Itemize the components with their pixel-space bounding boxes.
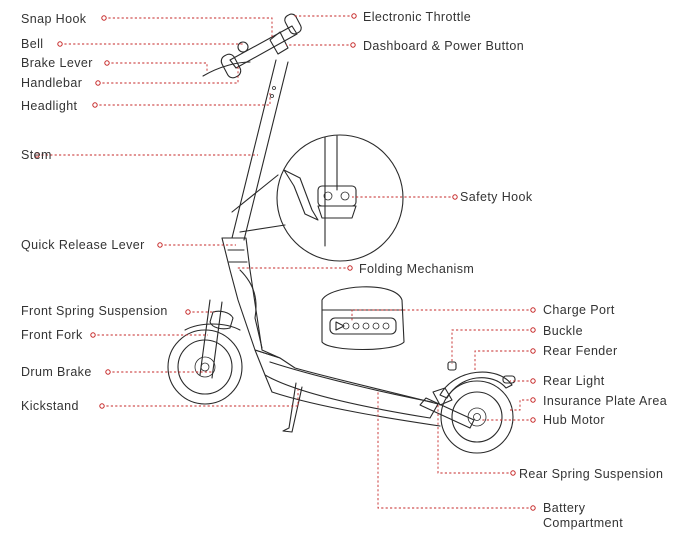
label-brake-lever: Brake Lever	[21, 56, 93, 70]
rear-wheel	[440, 380, 514, 454]
kickstand-shape	[282, 382, 303, 433]
charge-port-inset	[321, 286, 405, 351]
label-kickstand: Kickstand	[21, 399, 79, 413]
buckle-shape	[447, 361, 457, 371]
label-handlebar: Handlebar	[21, 76, 82, 90]
label-front-fork: Front Fork	[21, 328, 83, 342]
label-insurance-plate-area: Insurance Plate Area	[543, 394, 667, 408]
rear-light-shape	[502, 375, 516, 384]
leader-lines	[34, 13, 536, 511]
label-electronic-throttle: Electronic Throttle	[363, 10, 471, 24]
label-battery: Battery	[543, 501, 586, 515]
labels: Snap Hook Bell Brake Lever Handlebar Hea…	[21, 10, 667, 530]
label-dashboard-power-button: Dashboard & Power Button	[363, 39, 524, 53]
label-rear-spring-suspension: Rear Spring Suspension	[519, 467, 663, 481]
label-folding-mechanism: Folding Mechanism	[359, 262, 474, 276]
label-drum-brake: Drum Brake	[21, 365, 92, 379]
label-charge-port: Charge Port	[543, 303, 615, 317]
label-headlight: Headlight	[21, 99, 78, 113]
deck	[254, 349, 441, 427]
label-rear-fender: Rear Fender	[543, 344, 618, 358]
label-hub-motor: Hub Motor	[543, 413, 605, 427]
front-fork-shape	[199, 299, 223, 379]
stem-shape	[231, 59, 289, 241]
rear-fender-shape	[439, 371, 513, 399]
label-buckle: Buckle	[543, 324, 583, 338]
handlebar-shape	[202, 13, 302, 79]
safety-hook-inset	[231, 134, 404, 262]
label-stem: Stem	[21, 148, 52, 162]
label-bell: Bell	[21, 37, 43, 51]
label-safety-hook: Safety Hook	[460, 190, 533, 204]
label-front-spring-suspension: Front Spring Suspension	[21, 304, 168, 318]
label-quick-release-lever: Quick Release Lever	[21, 238, 145, 252]
label-rear-light: Rear Light	[543, 374, 605, 388]
folding-block	[221, 237, 281, 359]
label-snap-hook: Snap Hook	[21, 12, 87, 26]
label-battery-compartment: Compartment	[543, 516, 623, 530]
scooter-illustration	[167, 13, 516, 454]
